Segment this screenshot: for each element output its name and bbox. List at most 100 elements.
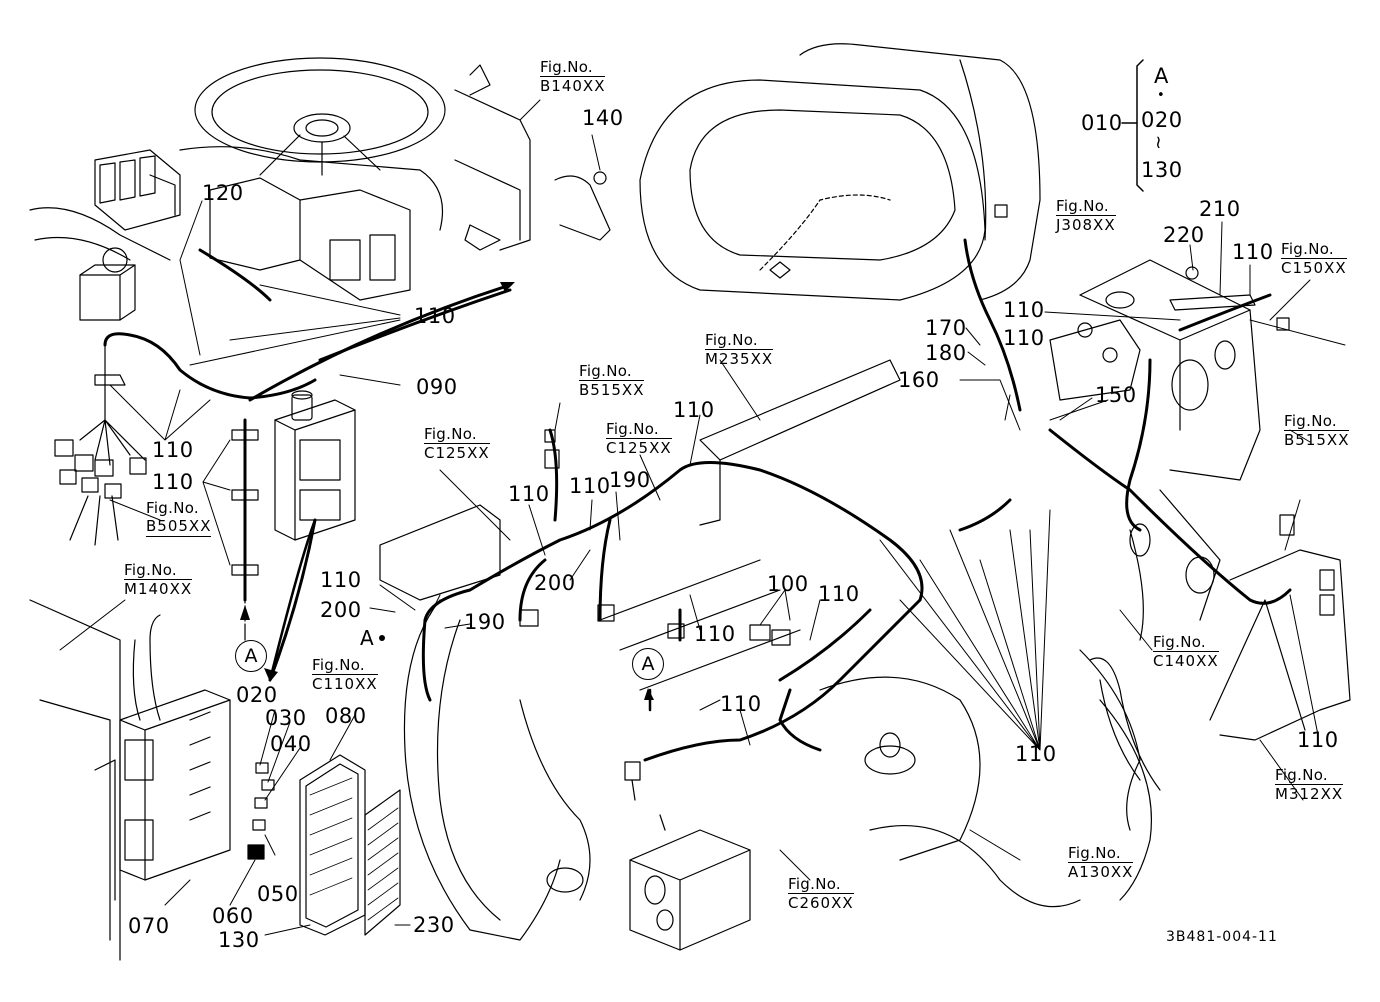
part-callout: 180 [925,341,967,365]
part-callout: 200 [534,571,576,595]
part-callout: 080 [325,704,367,728]
assembly-top-letter: A [1154,64,1169,88]
fig-ref-code: C125XX [424,443,490,463]
part-callout: 130 [218,928,260,952]
fig-ref-code: B515XX [1284,430,1350,450]
fig-ref-title: Fig.No. [1281,240,1334,258]
fig-ref-m235: Fig.No. M235XX [705,331,774,369]
part-callout: 050 [257,882,299,906]
fig-ref-c140: Fig.No. C140XX [1153,633,1219,671]
fig-ref-title: Fig.No. [1068,844,1121,862]
part-callout: 140 [582,106,624,130]
fig-ref-title: Fig.No. [312,656,365,674]
reference-arrowheads [240,282,654,700]
relay-cover-illustration [299,754,366,936]
fig-ref-m312: Fig.No. M312XX [1275,766,1344,804]
fig-ref-code: C260XX [788,893,854,913]
fig-ref-b505: Fig.No. B505XX [146,499,212,537]
assembly-parent-number: 010 [1081,111,1123,135]
part-callout: 110 [152,438,194,462]
part-callout: 220 [1163,223,1205,247]
fig-ref-title: Fig.No. [705,331,758,349]
part-callout: 060 [212,904,254,928]
fig-ref-title: Fig.No. [540,58,593,76]
part-callout: 230 [413,913,455,937]
part-callout: 030 [265,706,307,730]
fig-ref-title: Fig.No. [1056,197,1109,215]
fig-ref-code: M312XX [1275,784,1344,804]
fender-outline-illustration [1089,657,1161,791]
fig-ref-c125-left: Fig.No. C125XX [424,425,490,463]
callout-leader-lines [59,99,1346,936]
fig-ref-title: Fig.No. [424,425,477,443]
fig-ref-code: C125XX [606,438,672,458]
part-callout: 110 [694,622,736,646]
fig-ref-code: C110XX [312,674,378,694]
side-bracket-illustration [1209,549,1351,741]
fig-ref-code: B515XX [579,380,645,400]
fig-ref-code: A130XX [1068,862,1134,882]
mounting-bracket-illustration [454,64,611,251]
part-callout: 120 [202,181,244,205]
part-callout: 110 [720,692,762,716]
filter-pad-illustration [364,789,401,936]
part-callout: 100 [767,572,809,596]
fig-ref-b515-center: Fig.No. B515XX [579,362,645,400]
assembly-dot: • [1157,88,1166,103]
part-callout: 110 [1232,240,1274,264]
part-callout: 200 [320,598,362,622]
part-callout: 110 [152,470,194,494]
part-callout: 110 [414,304,456,328]
part-callout: 150 [1095,383,1137,407]
fig-ref-b140: Fig.No. B140XX [540,58,606,96]
tractor-frame-illustration [379,359,1221,941]
assembly-from-number: 020 [1141,108,1183,132]
part-callout: 210 [1199,197,1241,221]
harness-wires [103,238,1292,762]
fuse-box-illustration [29,599,231,961]
assembly-to-number: 130 [1141,158,1183,182]
part-callout: 110 [673,398,715,422]
fig-ref-j308: Fig.No. J308XX [1056,197,1116,235]
fuses-illustration [247,762,275,860]
fig-ref-title: Fig.No. [1275,766,1328,784]
part-callout: 110 [508,482,550,506]
fig-ref-title: Fig.No. [1153,633,1206,651]
fig-ref-code: B140XX [540,76,606,96]
fig-ref-c260: Fig.No. C260XX [788,875,854,913]
part-callout: 090 [416,375,458,399]
assembly-tilde: ≀ [1155,132,1163,153]
fig-ref-a130: Fig.No. A130XX [1068,844,1134,882]
control-unit-illustration [274,390,356,541]
reference-mark-circle: A [632,648,664,680]
hydraulic-block-illustration [1049,259,1261,481]
part-callout: 110 [1003,326,1045,350]
part-callout: 170 [925,316,967,340]
fig-ref-title: Fig.No. [788,875,841,893]
reference-mark-circle: A [235,640,267,672]
part-callout: 110 [1015,742,1057,766]
fig-ref-c110: Fig.No. C110XX [312,656,378,694]
fig-ref-b515-right: Fig.No. B515XX [1284,412,1350,450]
steering-wheel-illustration [179,57,446,301]
fig-ref-code: M235XX [705,349,774,369]
part-callout: 110 [320,568,362,592]
switch-connectors-illustration [519,317,1295,775]
document-id: 3B481-004-11 [1166,929,1278,945]
fig-ref-code: C140XX [1153,651,1219,671]
part-callout: 040 [270,732,312,756]
instrument-cluster-illustration [29,149,181,321]
reference-mark-plain: A [360,626,374,650]
part-callout: 110 [1297,728,1339,752]
part-callout: 110 [569,474,611,498]
fig-ref-title: Fig.No. [606,420,659,438]
part-callout: 190 [609,468,651,492]
fig-ref-m140: Fig.No. M140XX [124,561,193,599]
assembly-bracket-line [1136,59,1144,192]
fig-ref-title: Fig.No. [146,499,199,517]
part-callout: 160 [898,368,940,392]
fig-ref-c150: Fig.No. C150XX [1281,240,1347,278]
fig-ref-code: J308XX [1056,215,1116,235]
fig-ref-code: C150XX [1281,258,1347,278]
